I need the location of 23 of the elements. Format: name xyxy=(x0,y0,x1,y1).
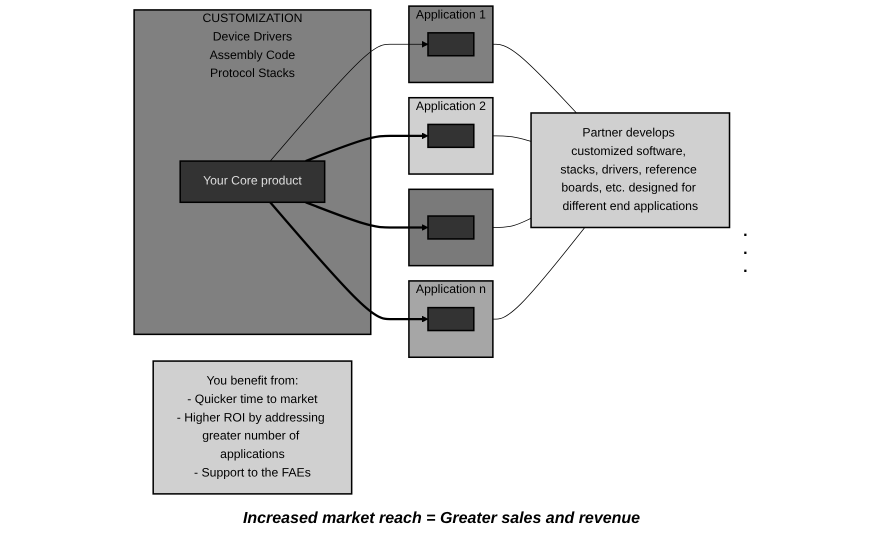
node-box: You benefit from: - Quicker time to market - Higher ROI by addressing greater number of applications - Support to the FAEs xyxy=(152,360,352,495)
arrow xyxy=(304,201,428,231)
caption: Increased market reach = Greater sales and revenue xyxy=(242,510,640,527)
connector xyxy=(492,136,532,142)
node-box xyxy=(426,306,474,332)
node-box xyxy=(426,32,474,56)
arrow xyxy=(304,132,428,162)
cluster: Application n xyxy=(408,280,494,358)
arrow xyxy=(269,40,428,162)
node-box xyxy=(426,215,474,240)
node-box: Partner develops customized software, stacks, drivers, reference boards, etc. designed for different end applications xyxy=(530,112,730,228)
cluster xyxy=(408,188,494,266)
connector xyxy=(492,44,577,114)
node-box: Your Core product xyxy=(179,160,326,204)
ellipsis-dot: . xyxy=(743,241,748,259)
cluster: Application 2 xyxy=(408,96,494,175)
arrow xyxy=(269,202,428,322)
ellipsis-dot: . xyxy=(743,259,748,277)
connector xyxy=(492,218,532,228)
node-box xyxy=(426,124,474,148)
connector xyxy=(492,227,585,320)
ellipsis-dot: . xyxy=(743,223,748,241)
cluster: Application 1 xyxy=(408,5,494,84)
